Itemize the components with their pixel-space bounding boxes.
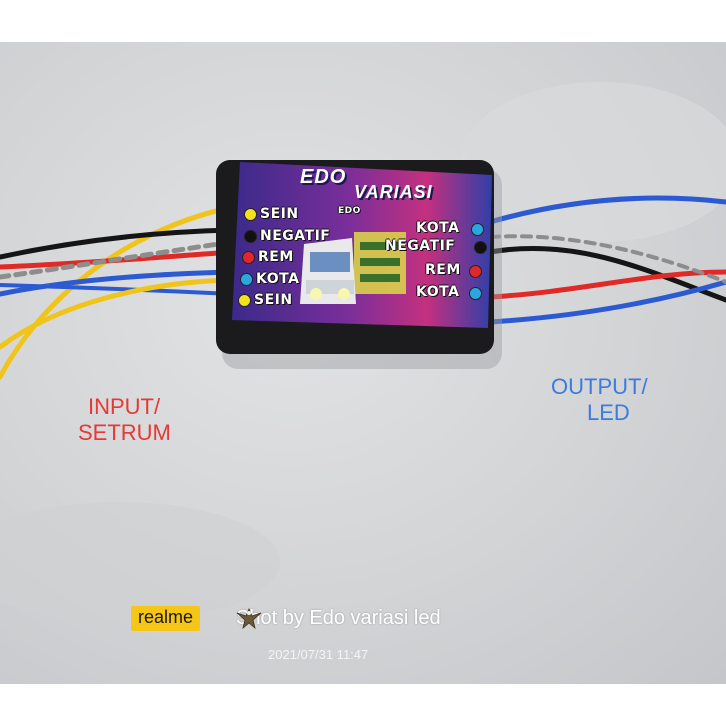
right-dot-3: [469, 287, 482, 300]
left-dot-0: [244, 208, 257, 221]
right-dot-0: [471, 223, 484, 236]
wire-kota-blue-2: [0, 283, 234, 296]
input-caption-line2: SETRUM: [78, 420, 171, 445]
left-label-sein-bottom: SEIN: [254, 292, 293, 308]
right-label-rem: REM: [425, 262, 461, 278]
realme-watermark-badge: realme: [131, 606, 201, 631]
output-wires: [487, 195, 726, 325]
output-caption-line2: LED: [587, 400, 630, 425]
wiring-scene: [0, 82, 726, 622]
left-label-negatif: NEGATIF: [260, 228, 331, 244]
input-caption-line1: INPUT/: [88, 394, 161, 419]
wire-out-blue-top: [487, 195, 726, 225]
module-brand-subtitle: VARIASI: [354, 182, 433, 202]
wire-sein-yellow-bottom: [0, 277, 235, 350]
right-label-kota-top: KOTA: [416, 220, 460, 236]
shot-by-watermark: Shot by Edo variasi led: [236, 607, 450, 630]
left-dot-4: [238, 294, 251, 307]
input-caption: INPUT/ SETRUM: [78, 394, 171, 446]
module-brand-title: EDO: [300, 166, 347, 188]
wire-kota-blue: [0, 269, 235, 297]
left-label-kota: KOTA: [256, 271, 300, 287]
wire-gray-tracer: [0, 239, 235, 280]
left-label-sein-top: SEIN: [260, 206, 299, 222]
wire-out-blue-bottom: [487, 279, 726, 325]
wire-sein-yellow-top: [0, 204, 235, 380]
right-label-kota-bottom: KOTA: [416, 284, 460, 300]
left-dot-3: [240, 273, 253, 286]
wire-out-gray-tracer: [488, 234, 726, 284]
left-label-rem: REM: [258, 249, 294, 265]
left-dot-1: [244, 230, 257, 243]
output-caption: OUTPUT/ LED: [551, 374, 648, 426]
right-dot-1: [474, 241, 487, 254]
right-dot-2: [469, 265, 482, 278]
photo-datetime: 2021/07/31 11:47: [268, 647, 369, 662]
shot-by-text: Shot by Edo variasi led: [236, 607, 441, 629]
module-inner-logo: EDO: [338, 206, 361, 216]
input-wires: [0, 204, 235, 380]
product-photo: EDO VARIASI EDO SEIN NEGATIF REM KOTA SE…: [0, 42, 726, 684]
wire-negatif-black: [0, 227, 235, 260]
truck-illustration: [300, 232, 406, 304]
left-dot-2: [242, 251, 255, 264]
right-label-negatif: NEGATIF: [385, 238, 456, 254]
output-caption-line1: OUTPUT/: [551, 374, 648, 399]
